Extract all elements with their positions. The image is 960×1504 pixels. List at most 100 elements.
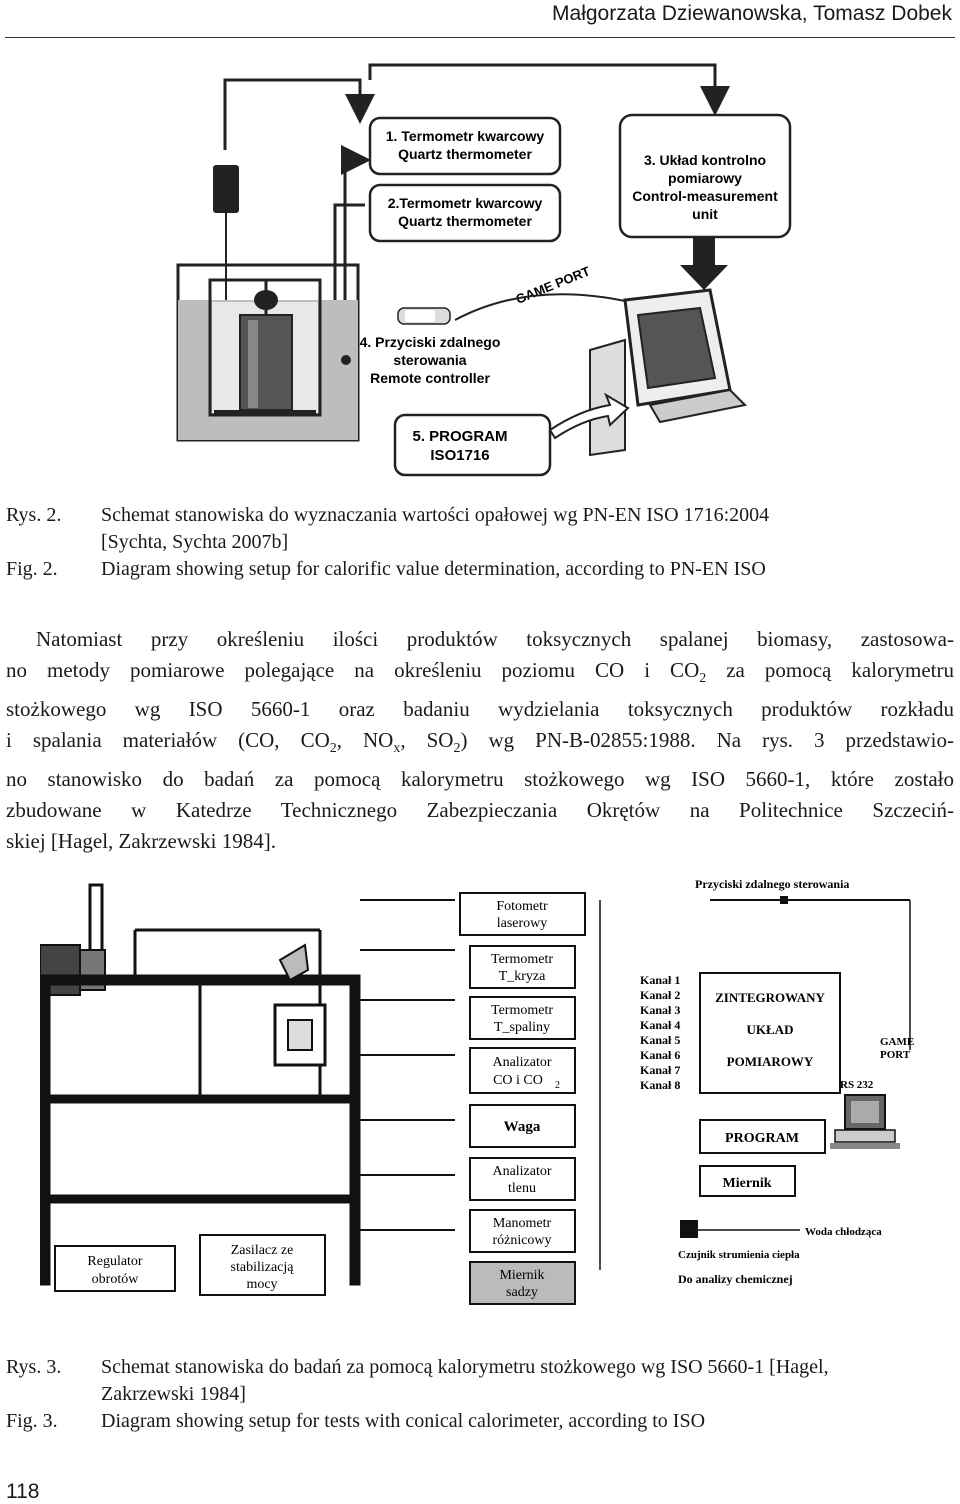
channel-label: Kanał 7 (640, 1063, 680, 1077)
caption3-label-pl: Rys. 3. (6, 1356, 62, 1378)
remote-controller-icon (397, 307, 451, 325)
box-termometr-kryza: Termometr T_kryza (469, 945, 576, 989)
body-line: stożkowego wg ISO 5660-1 oraz badaniu wy… (6, 697, 954, 722)
box1-line1: 1. Termometr kwarcowy (386, 128, 545, 144)
arrow-down-icon (680, 238, 728, 290)
computer-icon (589, 288, 748, 457)
caption3-text-pl-1: Schemat stanowiska do badań za pomocą ka… (101, 1356, 829, 1378)
caption2-text-pl-2: [Sychta, Sychta 2007b] (101, 531, 289, 553)
svg-text:tlenu: tlenu (508, 1181, 536, 1196)
remote-buttons-label: Przyciski zdalnego sterowania (695, 877, 849, 891)
channel-list: Kanał 1 Kanał 2 Kanał 3 Kanał 4 Kanał 5 … (640, 973, 680, 1092)
svg-text:mocy: mocy (246, 1277, 277, 1292)
channel-label: Kanał 4 (640, 1018, 680, 1032)
game-port-label: GAME (880, 1036, 914, 1048)
channel-label: Kanał 3 (640, 1003, 680, 1017)
box-termometr-spaliny: Termometr T_spaliny (469, 996, 576, 1040)
svg-text:PROGRAM: PROGRAM (725, 1131, 799, 1146)
caption2-label-pl: Rys. 2. (6, 504, 62, 526)
body-line: no metody pomiarowe polegające na określ… (6, 658, 954, 687)
svg-text:Miernik: Miernik (723, 1176, 772, 1191)
body-line: Natomiast przy określeniu ilości produkt… (36, 627, 954, 651)
box-quartz-thermometer-2 (368, 183, 562, 243)
box2-line2: Quartz thermometer (398, 213, 532, 229)
box-analizator-tlenu: Analizator tlenu (469, 1157, 576, 1201)
channel-label: Kanał 2 (640, 988, 680, 1002)
channel-label: Kanał 5 (640, 1033, 680, 1047)
svg-text:Analizator: Analizator (492, 1164, 551, 1179)
box4-line2: sterowania (393, 352, 466, 368)
svg-text:Termometr: Termometr (491, 952, 553, 967)
svg-text:laserowy: laserowy (497, 916, 548, 931)
box-waga: Waga (469, 1104, 576, 1148)
svg-text:stabilizacją: stabilizacją (231, 1260, 295, 1275)
svg-text:obrotów: obrotów (92, 1272, 140, 1287)
box-miernik: Miernik (699, 1165, 796, 1197)
computer-icon (830, 1094, 900, 1149)
svg-text:Fotometr: Fotometr (496, 899, 548, 914)
box4-line3: Remote controller (370, 370, 490, 386)
running-header: Małgorzata Dziewanowska, Tomasz Dobek (552, 2, 952, 25)
caption3-text-en: Diagram showing setup for tests with con… (101, 1410, 706, 1432)
caption3-text-pl-2: Zakrzewski 1984] (101, 1383, 246, 1405)
svg-text:2: 2 (555, 1080, 560, 1091)
figure-3-caption: Rys. 3. Schemat stanowiska do badań za p… (6, 1355, 956, 1435)
channel-label: Kanał 6 (640, 1048, 680, 1062)
svg-text:Termometr: Termometr (491, 1003, 553, 1018)
svg-text:ZINTEGROWANY: ZINTEGROWANY (715, 990, 825, 1005)
svg-text:Miernik: Miernik (499, 1268, 544, 1283)
calorimeter-vessel (176, 263, 360, 442)
remote-switch-icon (780, 896, 788, 904)
body-paragraph: Natomiast przy określeniu ilości produkt… (6, 624, 954, 857)
cooling-water-label: Woda chłodząca (805, 1226, 882, 1238)
figure-2-diagram: 1. Termometr kwarcowy Quartz thermometer… (176, 63, 792, 477)
svg-text:Manometr: Manometr (493, 1216, 552, 1231)
curved-arrow-icon (548, 392, 630, 440)
svg-text:Waga: Waga (504, 1119, 541, 1135)
box3-line1: 3. Układ kontrolno (644, 152, 766, 168)
game-port-label: PORT (880, 1049, 911, 1061)
figure-2-caption: Rys. 2. Schemat stanowiska do wyznaczani… (6, 503, 956, 583)
box-control-measurement-unit (618, 113, 792, 239)
caption2-text-pl-1: Schemat stanowiska do wyznaczania wartoś… (101, 504, 770, 526)
svg-text:Regulator: Regulator (87, 1254, 143, 1269)
body-line: i spalania materiałów (CO, CO2, NOx, SO2… (6, 728, 954, 757)
box4-line1: 4. Przyciski zdalnego (360, 334, 501, 350)
box2-line1: 2.Termometr kwarcowy (388, 195, 543, 211)
channel-label: Kanał 8 (640, 1078, 680, 1092)
flux-sensor-icon (680, 1220, 698, 1238)
box5-line2: ISO1716 (430, 447, 489, 464)
caption2-text-en: Diagram showing setup for calorific valu… (101, 558, 766, 580)
svg-text:CO i CO: CO i CO (493, 1073, 543, 1088)
box-quartz-thermometer-1 (368, 116, 562, 176)
box-program: PROGRAM (699, 1119, 826, 1154)
box-regulator: Regulator obrotów (54, 1245, 176, 1292)
box-miernik-sadzy: Miernik sadzy (469, 1261, 576, 1305)
box-fotometr: Fotometr laserowy (459, 892, 586, 936)
probe-handle (213, 165, 239, 213)
caption2-label-en: Fig. 2. (6, 558, 58, 580)
test-rig-frame (40, 883, 361, 1286)
chemical-analysis-label: Do analizy chemicznej (678, 1272, 793, 1286)
box-analizator-co: Analizator CO i CO 2 (469, 1047, 576, 1094)
svg-text:UKŁAD: UKŁAD (747, 1022, 794, 1037)
svg-text:sadzy: sadzy (506, 1285, 538, 1300)
svg-text:T_spaliny: T_spaliny (494, 1020, 550, 1035)
body-line: skiej [Hagel, Zakrzewski 1984]. (6, 829, 276, 854)
box5-line1: 5. PROGRAM (412, 428, 507, 445)
box1-line2: Quartz thermometer (398, 146, 532, 162)
heat-flux-sensor-label: Czujnik strumienia ciepła (678, 1249, 800, 1261)
channel-label: Kanał 1 (640, 973, 680, 987)
page-number: 118 (6, 1480, 40, 1503)
body-line: zbudowane w Katedrze Technicznego Zabezp… (6, 798, 954, 823)
svg-text:T_kryza: T_kryza (499, 969, 546, 984)
box-manometr: Manometr różnicowy (469, 1209, 576, 1253)
box3-line3: Control-measurement (632, 188, 778, 204)
box-zasilacz: Zasilacz ze stabilizacją mocy (199, 1234, 326, 1296)
svg-text:Zasilacz ze: Zasilacz ze (231, 1243, 294, 1258)
svg-text:różnicowy: różnicowy (492, 1233, 551, 1248)
figure-3-diagram: Fotometr laserowy Termometr T_kryza Term… (40, 877, 914, 1305)
box3-line4: unit (692, 206, 718, 222)
caption3-label-en: Fig. 3. (6, 1410, 58, 1432)
game-port-label: GAME PORT (514, 263, 593, 306)
